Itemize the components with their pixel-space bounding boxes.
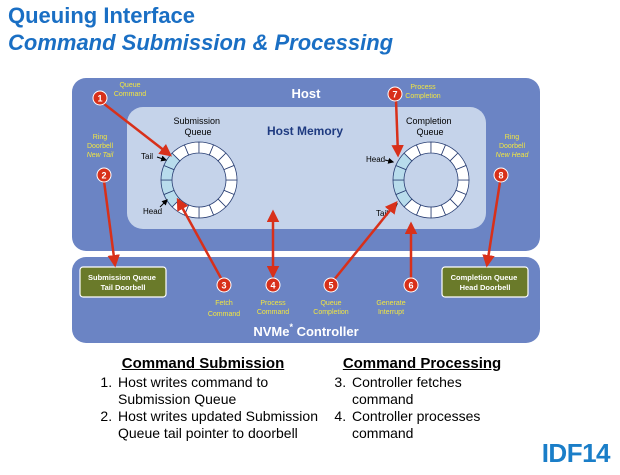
cq-head-doorbell-box <box>441 266 529 298</box>
sq-head-arrow <box>159 199 168 208</box>
sq-head-label: Head <box>143 207 162 216</box>
sq-tail-doorbell-box <box>79 266 167 298</box>
sq-tail-label: Tail <box>141 152 153 161</box>
svg-text:4: 4 <box>270 281 275 291</box>
step-8-badge: 8 <box>493 167 509 183</box>
host-memory-label: Host Memory <box>267 124 343 138</box>
step-3-badge: 3 <box>216 277 232 293</box>
controller-box <box>72 257 540 343</box>
processing-step-3: Controller fetches command <box>350 374 522 408</box>
arrow-2 <box>102 180 120 268</box>
controller-label: NVMe* Controller <box>253 322 358 339</box>
submission-step-2: Host writes updated Submission Queue tai… <box>116 408 318 442</box>
arrow-7 <box>391 99 404 158</box>
svg-text:5: 5 <box>328 281 333 291</box>
step-5-badge: 5 <box>323 277 339 293</box>
svg-text:1: 1 <box>97 94 102 104</box>
step-2-badge: 2 <box>96 167 112 183</box>
queue-slot <box>223 164 238 181</box>
queuing-diagram: Host Host Memory NVMe* Controller Submis… <box>72 78 540 343</box>
sq-tail-arrow <box>156 155 168 162</box>
processing-step-4: Controller processes command <box>350 408 522 442</box>
submission-step-1: Host writes command to Submission Queue <box>116 374 318 408</box>
svg-text:7: 7 <box>392 90 397 100</box>
svg-text:2: 2 <box>101 171 106 181</box>
cq-head-arrow <box>384 157 395 164</box>
page-subtitle: Command Submission & Processing <box>8 30 394 55</box>
arrow-3 <box>176 197 224 281</box>
cq-head-doorbell-label: Completion Queue Head Doorbell <box>451 273 520 292</box>
host-label: Host <box>292 86 322 101</box>
sq-tail-doorbell-label: Submission Queue Tail Doorbell <box>88 273 158 292</box>
idf-logo: IDF14 <box>541 438 611 468</box>
step-6-badge: 6 <box>403 277 419 293</box>
arrow-5 <box>332 201 398 282</box>
svg-text:6: 6 <box>408 281 413 291</box>
step-4-badge: 4 <box>265 277 281 293</box>
step-arrows <box>102 99 502 282</box>
command-submission-section: Command Submission Host writes command t… <box>88 355 318 442</box>
queue-slot <box>455 164 470 181</box>
arrow-8 <box>482 181 502 268</box>
arrow-1 <box>102 102 172 157</box>
command-processing-heading: Command Processing <box>342 355 502 372</box>
cq-tail-label: Tail <box>376 209 388 218</box>
page-title: Queuing Interface <box>8 3 196 28</box>
step-7-badge: 7 <box>387 86 403 102</box>
svg-text:3: 3 <box>221 281 226 291</box>
svg-text:8: 8 <box>498 171 503 181</box>
completion-queue-label: Completion Queue <box>406 116 454 137</box>
command-processing-section: Command Processing Controller fetches co… <box>322 355 522 442</box>
completion-queue-ring <box>392 141 470 219</box>
command-submission-heading: Command Submission <box>121 355 285 372</box>
cq-head-label: Head <box>366 155 385 164</box>
submission-queue-label: Submission Queue <box>173 116 222 137</box>
step-1-badge: 1 <box>92 90 108 106</box>
